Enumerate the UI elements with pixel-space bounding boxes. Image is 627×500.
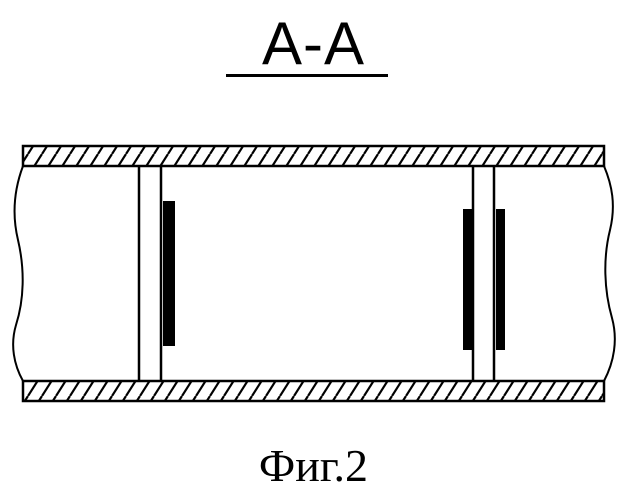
right-electrode-plate-inner [463,209,472,350]
right-partition [473,166,494,381]
figure-caption: Фиг.2 [0,438,627,494]
right-electrode-plate-outer [496,209,505,350]
right-break-line [604,166,615,381]
top-wall [23,146,604,166]
left-partition [139,166,161,381]
section-label-underline [226,74,388,77]
left-break-line [13,166,23,381]
left-electrode-plate [163,201,175,346]
cross-section-drawing [0,130,627,420]
bottom-wall [23,381,604,401]
section-label: A-A [0,8,627,80]
